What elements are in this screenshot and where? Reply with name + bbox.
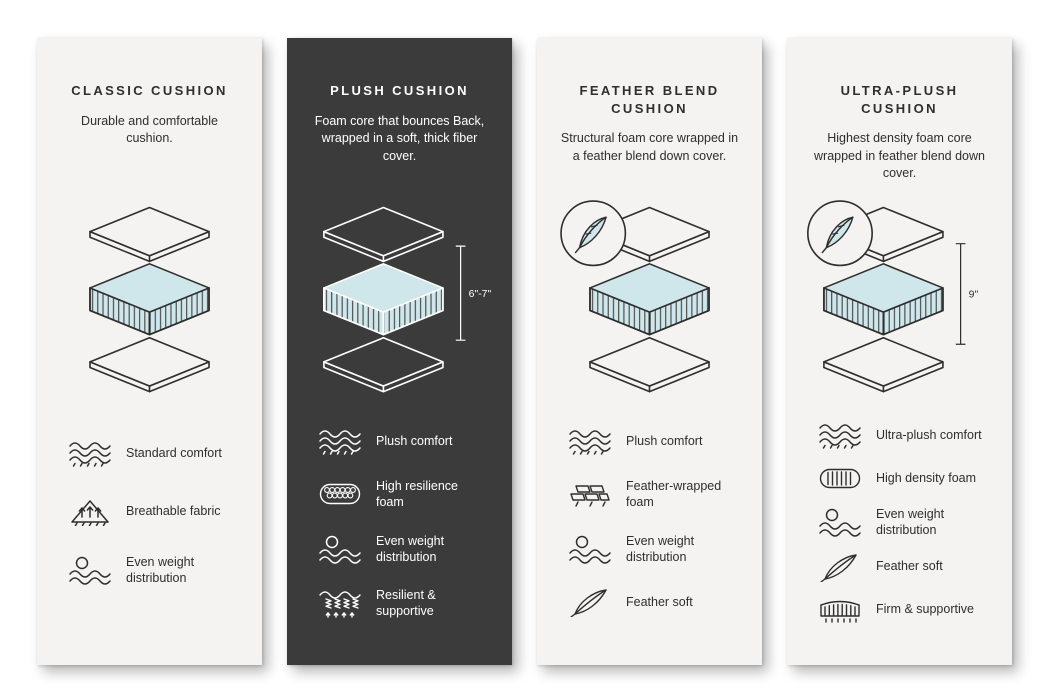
foam-bars-icon (817, 463, 863, 493)
card-title: CLASSIC CUSHION (71, 83, 228, 98)
feature-label: Feather soft (876, 559, 943, 574)
layered-cushion-graphic (560, 200, 710, 393)
mattress-icon (817, 595, 863, 625)
feature-label: Even weight distribution (376, 533, 445, 564)
weight-distribution-icon (67, 555, 113, 585)
bricks-icon (567, 479, 613, 509)
card-description: Durable and comfortable cushion. (81, 113, 218, 146)
feature-row: Feather soft (817, 552, 986, 582)
feature-row: Feather-wrapped foam (567, 478, 736, 511)
feature-row: Plush comfort (567, 426, 736, 456)
waves-icon (567, 426, 613, 456)
card-title: ULTRA-PLUSH CUSHION (840, 83, 959, 116)
feature-row: Ultra-plush comfort (817, 420, 986, 450)
breathable-icon (67, 496, 113, 526)
feature-list: Ultra-plush comfort High density foam Ev… (803, 412, 996, 625)
feature-row: Even weight distribution (567, 533, 736, 566)
weight-distribution-icon (317, 534, 363, 564)
cushion-illustration: 9" (803, 188, 996, 412)
feature-row: Standard comfort (67, 438, 236, 468)
springs-icon (317, 588, 363, 618)
waves-icon (317, 426, 363, 456)
feature-label: Breathable fabric (126, 503, 221, 518)
card-title: FEATHER BLEND CUSHION (579, 83, 720, 116)
card-header: CLASSIC CUSHION Durable and comfortable … (53, 64, 246, 188)
feature-row: Plush comfort (317, 426, 486, 456)
feature-label: High density foam (876, 470, 977, 485)
feature-label: Feather soft (626, 594, 693, 609)
layered-cushion-graphic: 6"-7" (323, 206, 492, 393)
feature-label: Even weight distribution (876, 507, 945, 538)
feather-icon (817, 552, 863, 582)
cushion-illustration: 6"-7" (303, 188, 496, 412)
card-header: PLUSH CUSHION Foam core that bounces Bac… (303, 64, 496, 188)
feature-label: Resilient & supportive (376, 588, 436, 619)
card-header: FEATHER BLEND CUSHION Structural foam co… (553, 64, 746, 188)
feature-row: High resilience foam (317, 478, 486, 511)
card-plush-cushion: PLUSH CUSHION Foam core that bounces Bac… (287, 38, 512, 665)
card-description: Highest density foam core wrapped in fea… (814, 131, 985, 181)
layered-cushion-graphic (89, 206, 210, 393)
feature-list: Plush comfort Feather-wrapped foam Even … (553, 412, 746, 617)
feature-list: Standard comfort Breathable fabric Even … (53, 412, 246, 587)
weight-distribution-icon (567, 534, 613, 564)
feature-label: Plush comfort (626, 433, 703, 448)
card-ultra-plush-cushion: ULTRA-PLUSH CUSHION Highest density foam… (787, 38, 1012, 665)
height-dimension-marker (955, 243, 966, 345)
weight-distribution-icon (817, 507, 863, 537)
feature-label: Even weight distribution (126, 555, 195, 586)
feature-row: Firm & supportive (817, 595, 986, 625)
feather-badge (807, 200, 873, 267)
feature-label: Firm & supportive (876, 602, 974, 617)
foam-cells-icon (317, 479, 363, 509)
feature-label: Feather-wrapped foam (626, 479, 722, 510)
card-description: Structural foam core wrapped in a feathe… (560, 131, 739, 163)
feature-row: Resilient & supportive (317, 587, 486, 620)
feature-row: Feather soft (567, 587, 736, 617)
card-feather-blend-cushion: FEATHER BLEND CUSHION Structural foam co… (537, 38, 762, 665)
feature-row: Even weight distribution (67, 554, 236, 587)
feature-row: High density foam (817, 463, 986, 493)
height-dimension-label: 9" (969, 290, 979, 301)
card-header: ULTRA-PLUSH CUSHION Highest density foam… (803, 64, 996, 188)
cushion-comparison-board: CLASSIC CUSHION Durable and comfortable … (37, 38, 1012, 665)
height-dimension-marker (455, 245, 466, 341)
feature-list: Plush comfort High resilience foam Even … (303, 412, 496, 620)
waves-icon (67, 438, 113, 468)
feature-row: Breathable fabric (67, 496, 236, 526)
cushion-illustration (53, 188, 246, 412)
feature-label: High resilience foam (376, 479, 458, 510)
height-dimension-label: 6"-7" (469, 289, 492, 300)
layered-cushion-graphic: 9" (807, 200, 979, 393)
feature-row: Even weight distribution (817, 506, 986, 539)
feather-icon (567, 587, 613, 617)
card-description: Foam core that bounces Back, wrapped in … (314, 113, 485, 163)
feature-label: Even weight distribution (626, 533, 695, 564)
card-classic-cushion: CLASSIC CUSHION Durable and comfortable … (37, 38, 262, 665)
feather-badge (560, 200, 627, 267)
feature-label: Standard comfort (126, 445, 222, 460)
waves-icon (817, 420, 863, 450)
feature-label: Ultra-plush comfort (876, 427, 982, 442)
card-title: PLUSH CUSHION (330, 83, 469, 98)
feature-label: Plush comfort (376, 433, 453, 448)
cushion-illustration (553, 188, 746, 412)
feature-row: Even weight distribution (317, 533, 486, 566)
